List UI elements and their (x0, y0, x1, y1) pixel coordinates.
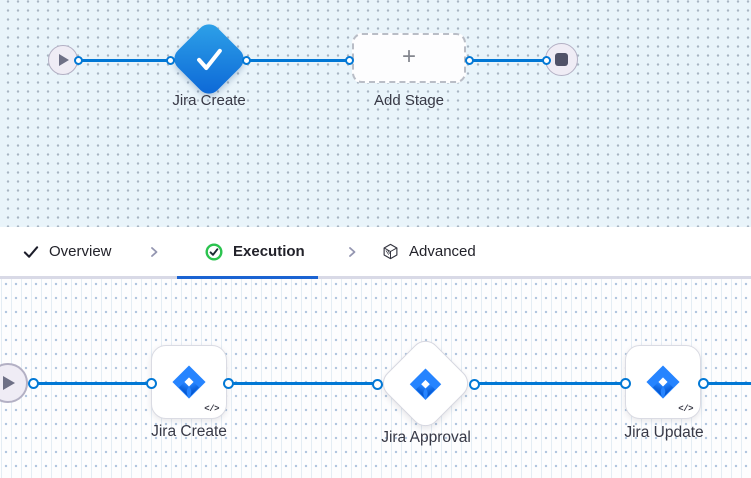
cube-icon (383, 243, 398, 260)
tab-advanced[interactable]: Advanced (382, 227, 476, 276)
connector-endpoint[interactable] (345, 55, 354, 65)
connector-endpoint[interactable] (222, 377, 234, 389)
connector-endpoint[interactable] (619, 377, 631, 389)
active-tab-underline (177, 276, 318, 279)
jira-logo-icon (409, 367, 442, 400)
jira-logo-icon (646, 365, 680, 399)
connector-endpoint[interactable] (166, 55, 175, 65)
connector-line (469, 59, 547, 62)
connector-line (702, 381, 751, 385)
add-stage-label: Add Stage (373, 92, 445, 109)
stage-config-tab-bar: Overview Execution Advanc (0, 227, 751, 279)
connector-endpoint[interactable] (697, 377, 709, 389)
play-icon (58, 54, 72, 66)
connector-line (473, 381, 626, 385)
tab-overview[interactable]: Overview (23, 227, 112, 276)
stage-canvas[interactable]: Jira Create + Add Stage (0, 0, 751, 227)
step-node-jira-approval[interactable] (376, 334, 475, 433)
stage-label: Jira Create (172, 92, 246, 109)
stage-node-jira-create[interactable] (169, 19, 249, 99)
tab-execution[interactable]: Execution (205, 227, 305, 276)
tab-bar-divider (0, 276, 751, 279)
connector-line (246, 59, 351, 62)
check-icon (23, 245, 39, 258)
plus-icon: + (401, 43, 416, 70)
connector-line (33, 381, 152, 385)
step-label: Jira Create (151, 423, 227, 440)
code-badge: </> (204, 404, 219, 414)
connector-endpoint[interactable] (146, 377, 157, 389)
check-circle-icon (205, 242, 223, 261)
step-label: Jira Update (624, 424, 704, 441)
play-icon (3, 376, 18, 390)
connector-endpoint[interactable] (371, 378, 383, 390)
tab-label: Execution (233, 243, 305, 260)
connector-endpoint[interactable] (465, 55, 474, 65)
execution-start-node[interactable] (0, 363, 28, 403)
chevron-right-icon (346, 227, 358, 276)
connector-line (227, 381, 378, 385)
tab-label: Advanced (409, 243, 476, 260)
stop-icon (555, 53, 568, 66)
step-label: Jira Approval (381, 429, 471, 446)
connector-endpoint[interactable] (242, 55, 251, 65)
execution-canvas[interactable]: </> Jira Create Jira Approval </> Jira (0, 279, 751, 478)
step-node-jira-update[interactable]: </> (625, 345, 701, 419)
chevron-right-icon (148, 227, 160, 276)
add-stage-button[interactable]: + (352, 33, 466, 83)
tab-label: Overview (49, 243, 112, 260)
jira-logo-icon (172, 365, 206, 399)
connector-endpoint[interactable] (542, 55, 551, 65)
check-icon (191, 41, 227, 77)
connector-endpoint[interactable] (468, 378, 480, 390)
step-node-jira-create[interactable]: </> (151, 345, 227, 419)
connector-endpoint[interactable] (27, 377, 39, 389)
connector-line (78, 59, 171, 62)
connector-endpoint[interactable] (74, 55, 83, 65)
pipeline-start-node[interactable] (48, 45, 78, 75)
code-badge: </> (678, 404, 693, 414)
